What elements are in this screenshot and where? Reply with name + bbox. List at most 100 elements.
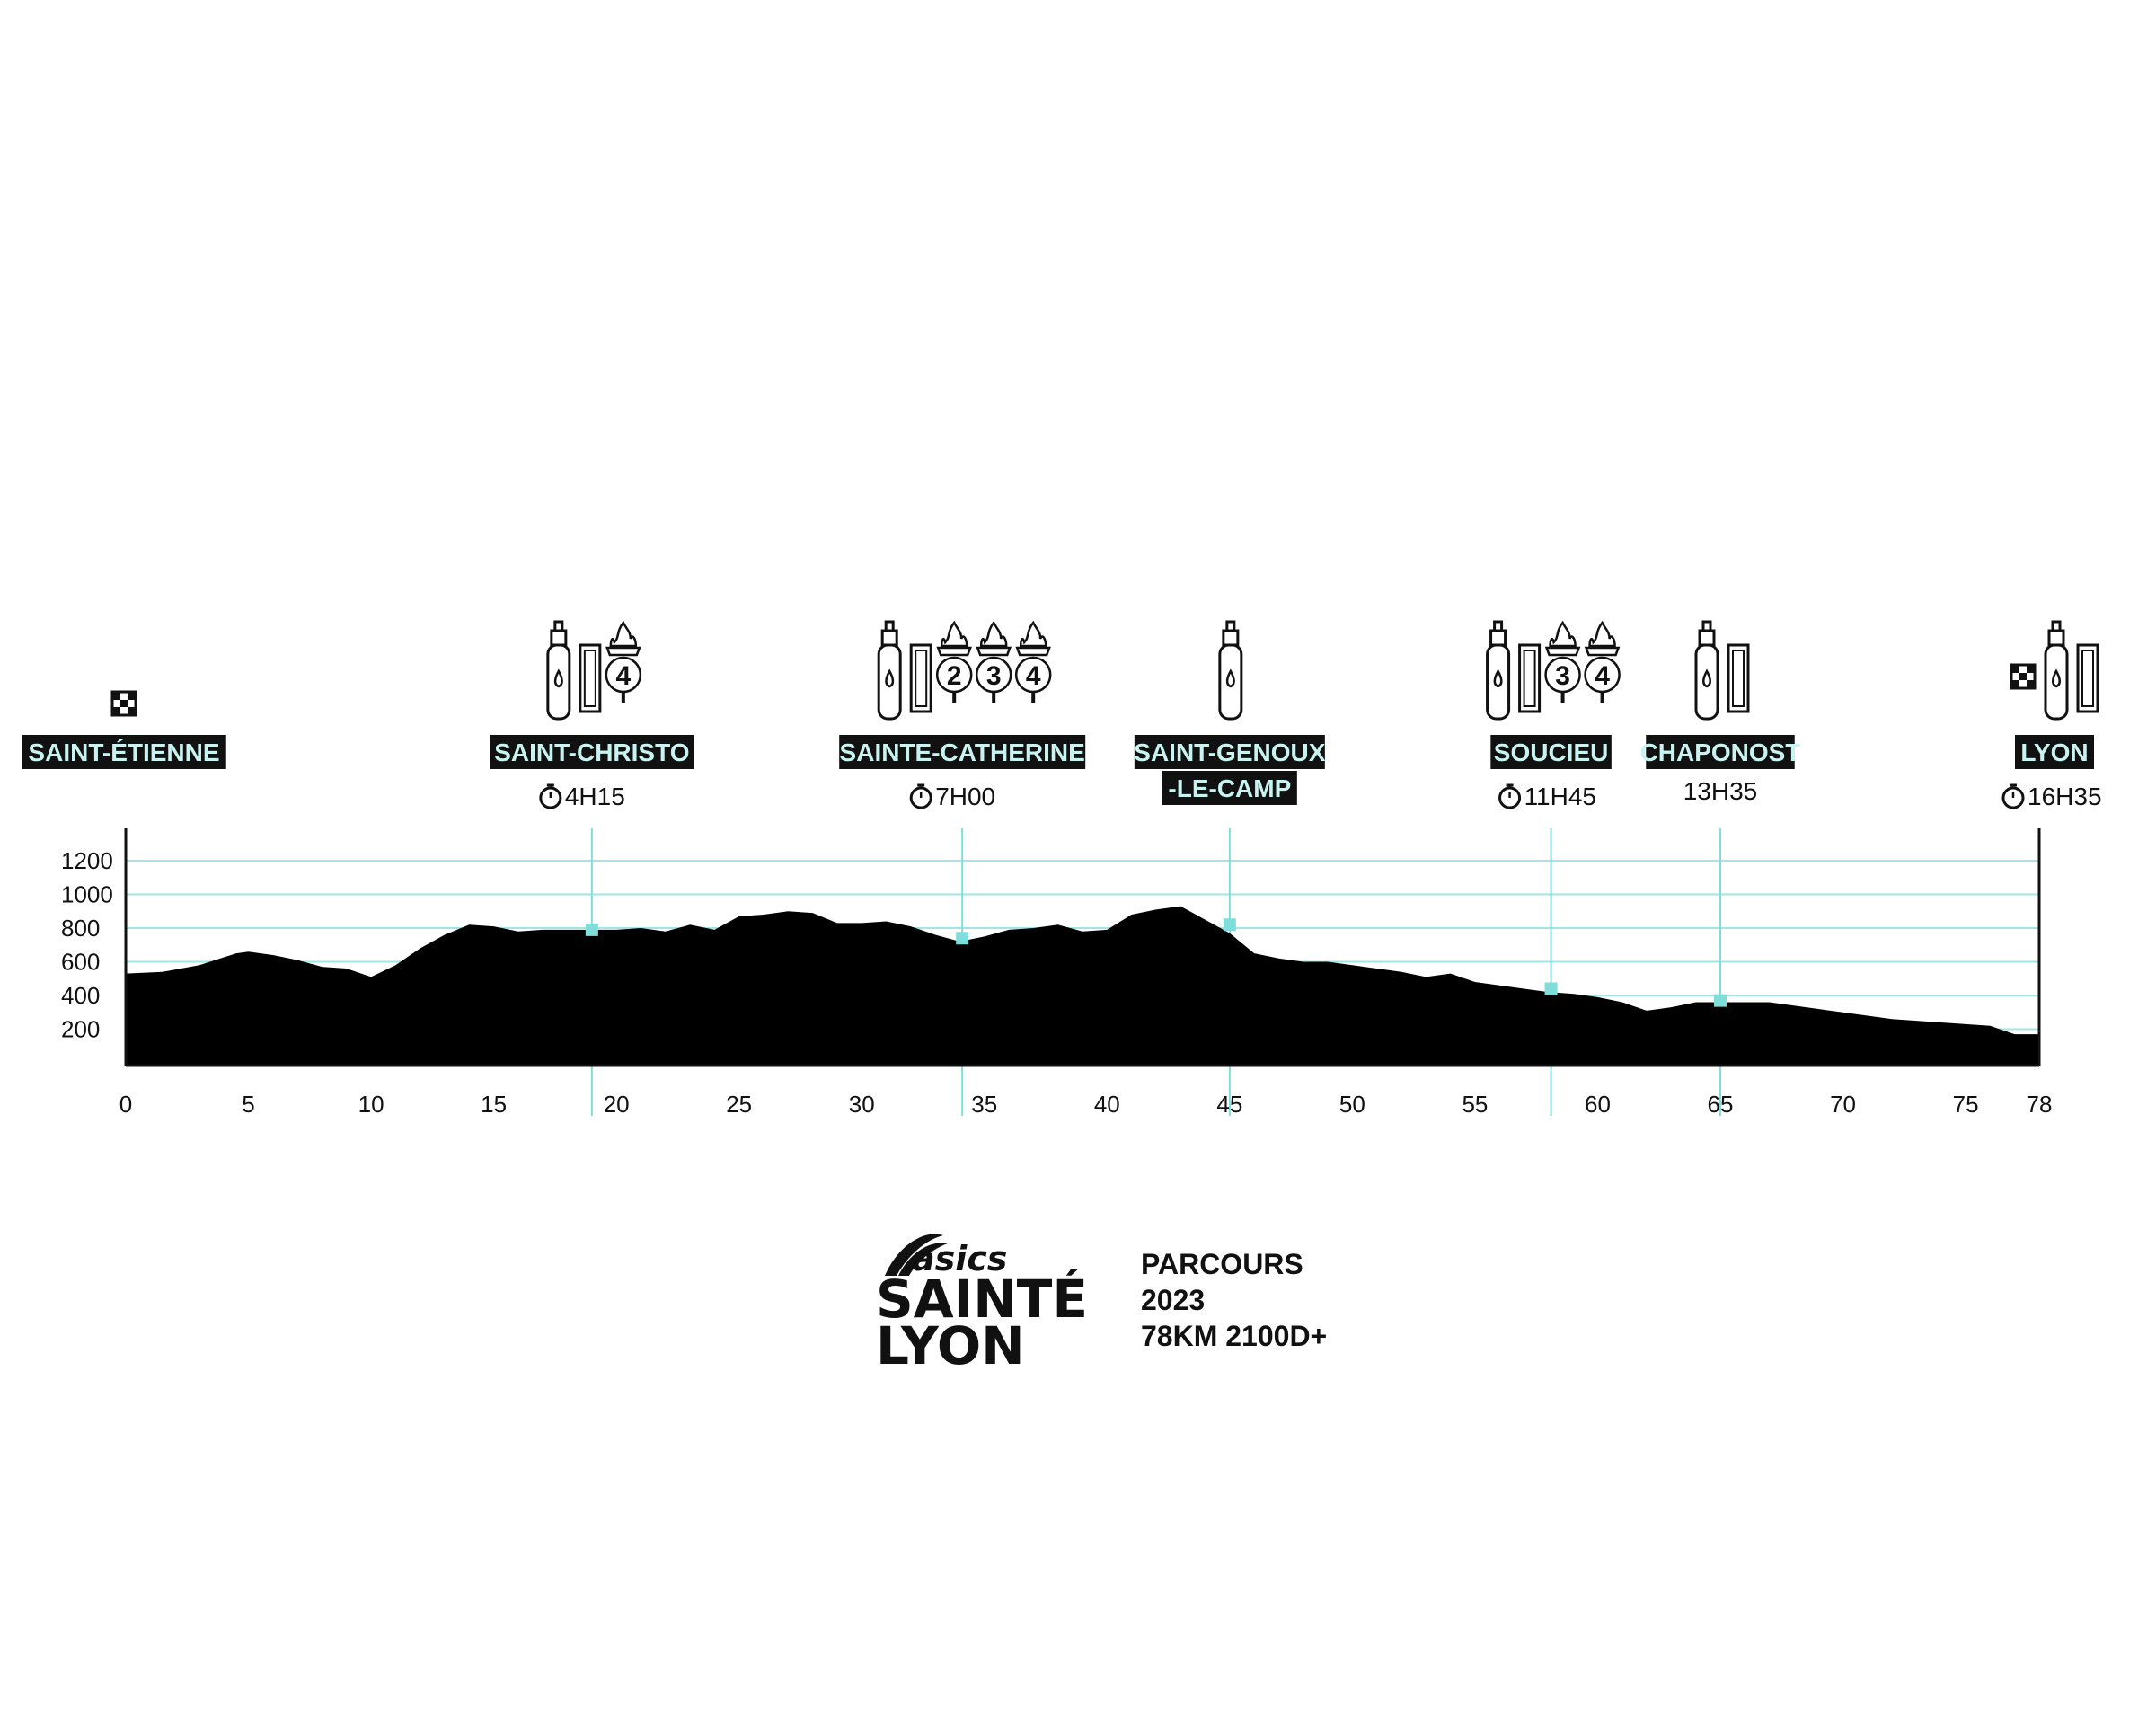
waypoint-5: CHAPONOST 13H35 — [1640, 620, 1801, 805]
station-label-bg — [1490, 735, 1612, 769]
station-time: 4H15 — [565, 783, 625, 810]
water-bottle-icon — [1486, 620, 1511, 721]
x-tick-label-25: 25 — [726, 1091, 752, 1118]
stopwatch-icon — [539, 783, 562, 809]
station-label-bg-2 — [1162, 771, 1297, 805]
energy-bar-icon — [1727, 643, 1750, 713]
waypoint-3: SAINT-GENOUX -LE-CAMP — [1134, 620, 1326, 805]
x-tick-label-30: 30 — [849, 1091, 875, 1118]
x-tick-label-50: 50 — [1339, 1091, 1365, 1118]
stopwatch-icon — [909, 783, 932, 809]
elevation-area — [126, 906, 2039, 1066]
energy-bar-icon — [2076, 643, 2099, 713]
x-tick-label-70: 70 — [1830, 1091, 1856, 1118]
station-label-bg — [1646, 735, 1795, 769]
x-tick-label-78: 78 — [2027, 1091, 2053, 1118]
torch-icon: 2 — [935, 620, 973, 703]
energy-bar-icon — [579, 643, 602, 713]
torch-icon: 4 — [1014, 620, 1052, 703]
torch-number: 4 — [1595, 661, 1610, 691]
area-layer — [126, 906, 2039, 1066]
station-time: 16H35 — [2028, 783, 2102, 810]
station-icons — [1694, 620, 1750, 721]
station-icons — [2010, 620, 2099, 721]
y-tick-label-600: 600 — [61, 949, 100, 976]
x-tick-label-0: 0 — [119, 1091, 132, 1118]
water-bottle-icon — [877, 620, 902, 721]
water-bottle-icon — [1694, 620, 1719, 721]
finish-flag-icon — [110, 690, 137, 717]
asics-logo: asics — [885, 1234, 1007, 1278]
y-tick-label-400: 400 — [61, 982, 100, 1009]
water-bottle-icon — [546, 620, 571, 721]
stopwatch-icon — [1498, 783, 1522, 809]
x-tick-label-15: 15 — [481, 1091, 507, 1118]
y-tick-label-1200: 1200 — [61, 847, 113, 874]
station-marker-4 — [1544, 982, 1558, 995]
station-name-line2: -LE-CAMP — [1168, 774, 1291, 802]
x-tick-label-45: 45 — [1216, 1091, 1242, 1118]
x-tick-label-40: 40 — [1094, 1091, 1120, 1118]
torch-number: 4 — [1026, 661, 1041, 691]
torch-icon: 4 — [1584, 620, 1621, 703]
y-tick-label-200: 200 — [61, 1016, 100, 1043]
course-info-parcours: PARCOURS — [1141, 1248, 1303, 1280]
station-icons — [110, 690, 137, 717]
event-title-line2: LYON — [876, 1315, 1025, 1376]
x-tick-label-10: 10 — [358, 1091, 384, 1118]
course-info-year: 2023 — [1141, 1284, 1205, 1316]
station-time: 13H35 — [1683, 777, 1758, 805]
station-name: SAINTE-CATHERINE — [840, 739, 1085, 766]
station-label-bg — [1134, 735, 1325, 769]
station-name: LYON — [2020, 739, 2088, 766]
branding: asics SAINTÉ LYON PARCOURS 2023 78KM 210… — [876, 1234, 1327, 1376]
asics-stripes-icon — [885, 1234, 948, 1276]
waypoint-6: LYON 16H35 — [2001, 620, 2102, 810]
station-marker-1 — [585, 923, 598, 936]
x-tick-label-75: 75 — [1953, 1091, 1979, 1118]
torch-number: 3 — [986, 661, 1002, 691]
torch-number: 3 — [1555, 661, 1570, 691]
energy-bar-icon — [909, 643, 932, 713]
station-time: 7H00 — [935, 783, 995, 810]
torch-number: 2 — [947, 661, 962, 691]
station-name: SAINT-CHRISTO — [494, 739, 689, 766]
station-icons: 4 — [546, 620, 642, 721]
x-tick-label-55: 55 — [1462, 1091, 1488, 1118]
station-name: SAINT-ÉTIENNE — [28, 739, 219, 766]
station-time: 11H45 — [1524, 783, 1596, 810]
torch-icon: 3 — [1544, 620, 1581, 703]
asics-wordmark: asics — [912, 1239, 1007, 1278]
waypoint-1: SAINT-CHRISTO 4H15 4 — [490, 620, 694, 810]
energy-bar-icon — [1518, 643, 1542, 713]
station-marker-3 — [1223, 918, 1236, 932]
station-label-bg — [2015, 735, 2094, 769]
x-tick-label-60: 60 — [1585, 1091, 1611, 1118]
torch-icon: 3 — [975, 620, 1012, 703]
waypoint-0: SAINT-ÉTIENNE — [22, 690, 226, 769]
station-marker-5 — [1714, 994, 1727, 1007]
water-bottle-icon — [1218, 620, 1243, 721]
x-tick-label-35: 35 — [971, 1091, 997, 1118]
stopwatch-icon — [2001, 783, 2025, 809]
station-marker-2 — [956, 932, 969, 945]
station-name: CHAPONOST — [1640, 739, 1801, 766]
station-label-bg — [839, 735, 1086, 769]
water-bottle-icon — [2044, 620, 2069, 721]
station-name: SAINT-GENOUX — [1134, 739, 1325, 766]
torch-icon: 4 — [605, 620, 642, 703]
station-name: SOUCIEU — [1494, 739, 1609, 766]
x-tick-label-65: 65 — [1708, 1091, 1734, 1118]
y-tick-label-1000: 1000 — [61, 881, 113, 908]
finish-flag-icon — [2010, 663, 2037, 690]
station-icons — [1218, 620, 1243, 721]
x-tick-label-20: 20 — [604, 1091, 630, 1118]
station-label-bg — [490, 735, 694, 769]
